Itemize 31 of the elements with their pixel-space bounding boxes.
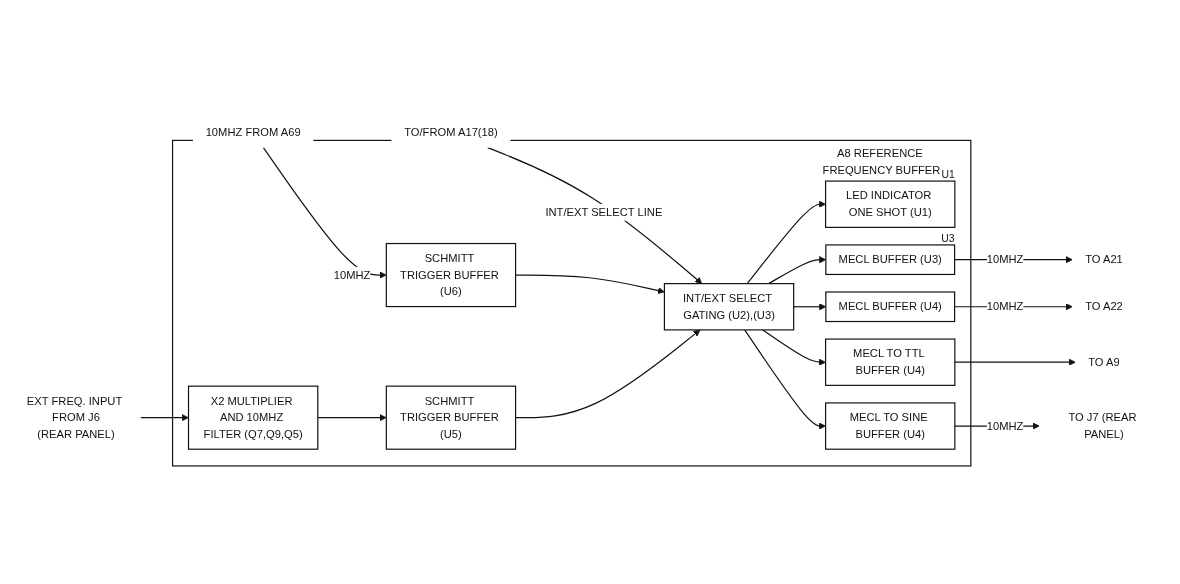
component-designator: U3 [941, 232, 955, 244]
node-text: TO A21 [1085, 252, 1123, 266]
edge-label: 10MHZ [986, 299, 1024, 313]
node-box: INT/EXT SELECT GATING (U2),(U3) [663, 283, 795, 331]
arrow [317, 414, 387, 422]
node-box: SCHMITT TRIGGER BUFFER (U6) [385, 242, 517, 308]
node-box: MECL TO TTL BUFFER (U4) [825, 338, 956, 386]
node-box: MECL BUFFER (U4) [825, 291, 956, 323]
node-box: MECL TO SINE BUFFER (U4) [825, 402, 956, 450]
arrow [762, 329, 826, 366]
node-box: X2 MULTIPLIER AND 10MHZ FILTER (Q7,Q9,Q5) [187, 385, 319, 450]
arrow [954, 358, 1076, 366]
node-box: LED INDICATOR ONE SHOT (U1) [825, 180, 956, 228]
arrow [746, 200, 826, 285]
arrow [140, 414, 189, 422]
node-text: TO A9 [1088, 355, 1120, 369]
node-text: TO A22 [1085, 299, 1123, 313]
component-designator: U1 [941, 168, 955, 180]
node-box: SCHMITT TRIGGER BUFFER (U5) [385, 385, 517, 450]
node-text: EXT FREQ. INPUT FROM J6 (REAR PANEL) [26, 394, 123, 441]
edge-label: INT/EXT SELECT LINE [545, 205, 663, 219]
edge-label: 10MHZ [986, 419, 1024, 433]
arrow [515, 329, 701, 419]
edge-label: 10MHZ [986, 252, 1024, 266]
node-box: MECL BUFFER (U3) [825, 244, 956, 276]
edge-label: 10MHZ [333, 268, 371, 282]
arrow [744, 329, 826, 430]
arrow [487, 147, 703, 284]
arrow [262, 147, 387, 279]
arrow [515, 274, 665, 295]
node-text: TO J7 (REAR PANEL) [1068, 410, 1137, 441]
